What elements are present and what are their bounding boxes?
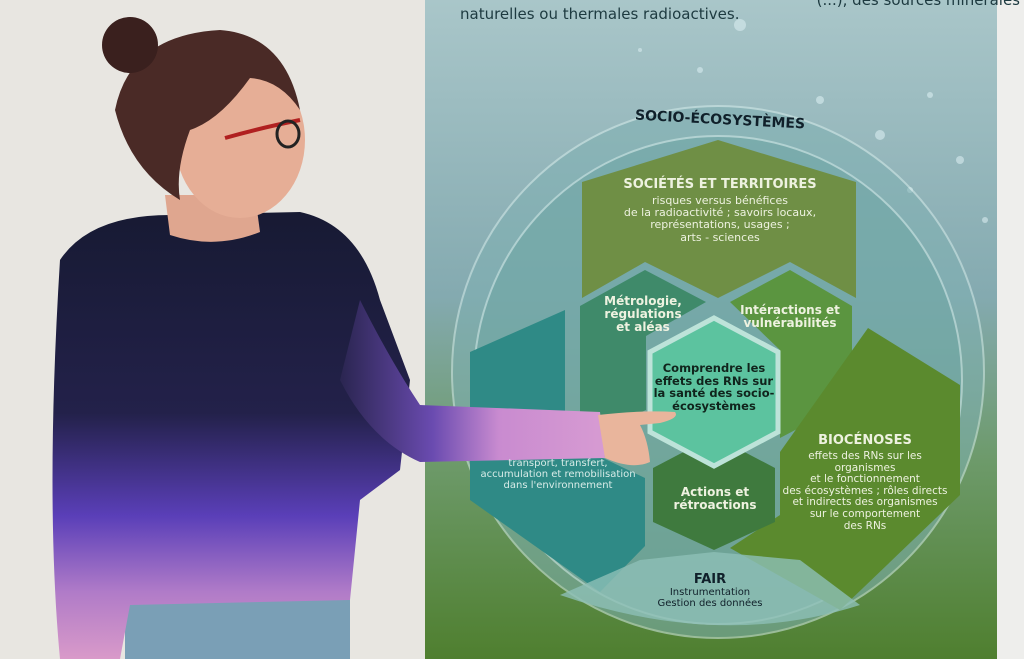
societes-line: risques versus bénéfices [652,194,788,208]
hair [115,30,300,200]
label-line: Intéractions et [740,303,840,317]
fair-line: Instrumentation [669,587,751,599]
center-label: Comprendre les effets des RNs sur la san… [652,362,776,413]
segment-fair[interactable] [560,552,860,626]
label-line: écosystèmes [672,398,756,413]
biocenoses-line: et indirects des organismes [792,496,938,509]
societes-line: de la radioactivité ; savoirs locaux, [623,206,817,220]
biocenoses-title: BIOCÉNOSES [818,433,912,448]
glasses-lens [275,119,301,149]
societes-line: arts - sciences [680,230,760,244]
metrologie-label: Métrologie, régulations et aléas [588,294,698,335]
segment-biocenoses[interactable] [730,328,960,610]
transport-label: transport, transfert, accumulation et re… [478,458,638,491]
label-line: régulations [604,307,682,322]
biocenoses-line: des écosystèmes ; rôles directs [782,484,948,497]
societes-block: SOCIÉTÉS ET TERRITOIRES risques versus b… [590,177,850,244]
intro-text: naturelles ou thermales radioactives. [460,5,740,23]
segment-center[interactable] [647,315,781,469]
label-line: Actions et [680,485,750,499]
interactions-label: Intéractions et vulnérabilités [730,303,850,331]
segment-metrologie[interactable] [580,270,706,440]
label-line: vulnérabilités [743,316,837,331]
label-line: transport, transfert, [508,458,608,469]
pointing-arm [340,300,605,462]
sweater [52,212,410,659]
segment-societes[interactable] [582,140,856,298]
fair-title: FAIR [693,572,727,587]
label-line: Métrologie, [604,294,682,308]
label-line: dans l'environnement [503,480,613,491]
biocenoses-line: sur le comportement [809,508,921,521]
biocenoses-line: des RNs [843,519,887,532]
label-line: et aléas [616,320,670,335]
biocenoses-line: et le fonctionnement [810,473,920,486]
actions-label: Actions et rétroactions [660,485,770,513]
biocenoses-block: BIOCÉNOSES effets des RNs sur les organi… [780,433,950,532]
intro-text-partial: (...), des sources minérales [816,0,1020,9]
label-line: la santé des socio- [653,386,775,401]
fair-block: FAIR Instrumentation Gestion des données [650,572,770,610]
societes-title: SOCIÉTÉS ET TERRITOIRES [623,177,817,192]
water-droplets [638,19,988,223]
hand [598,411,676,466]
person [52,17,676,659]
label-line: accumulation et remobilisation [480,469,636,480]
label-line: Comprendre les [662,361,766,375]
hair-bun [102,17,158,73]
label-line: effets des RNs sur [654,373,774,388]
label-line: rétroactions [673,498,757,513]
wall-right [995,0,1024,659]
biocenoses-line: effets des RNs sur les organismes [808,450,922,474]
segment-actions[interactable] [653,436,775,550]
societes-line: représentations, usages ; [650,218,790,232]
fair-line: Gestion des données [657,598,763,610]
